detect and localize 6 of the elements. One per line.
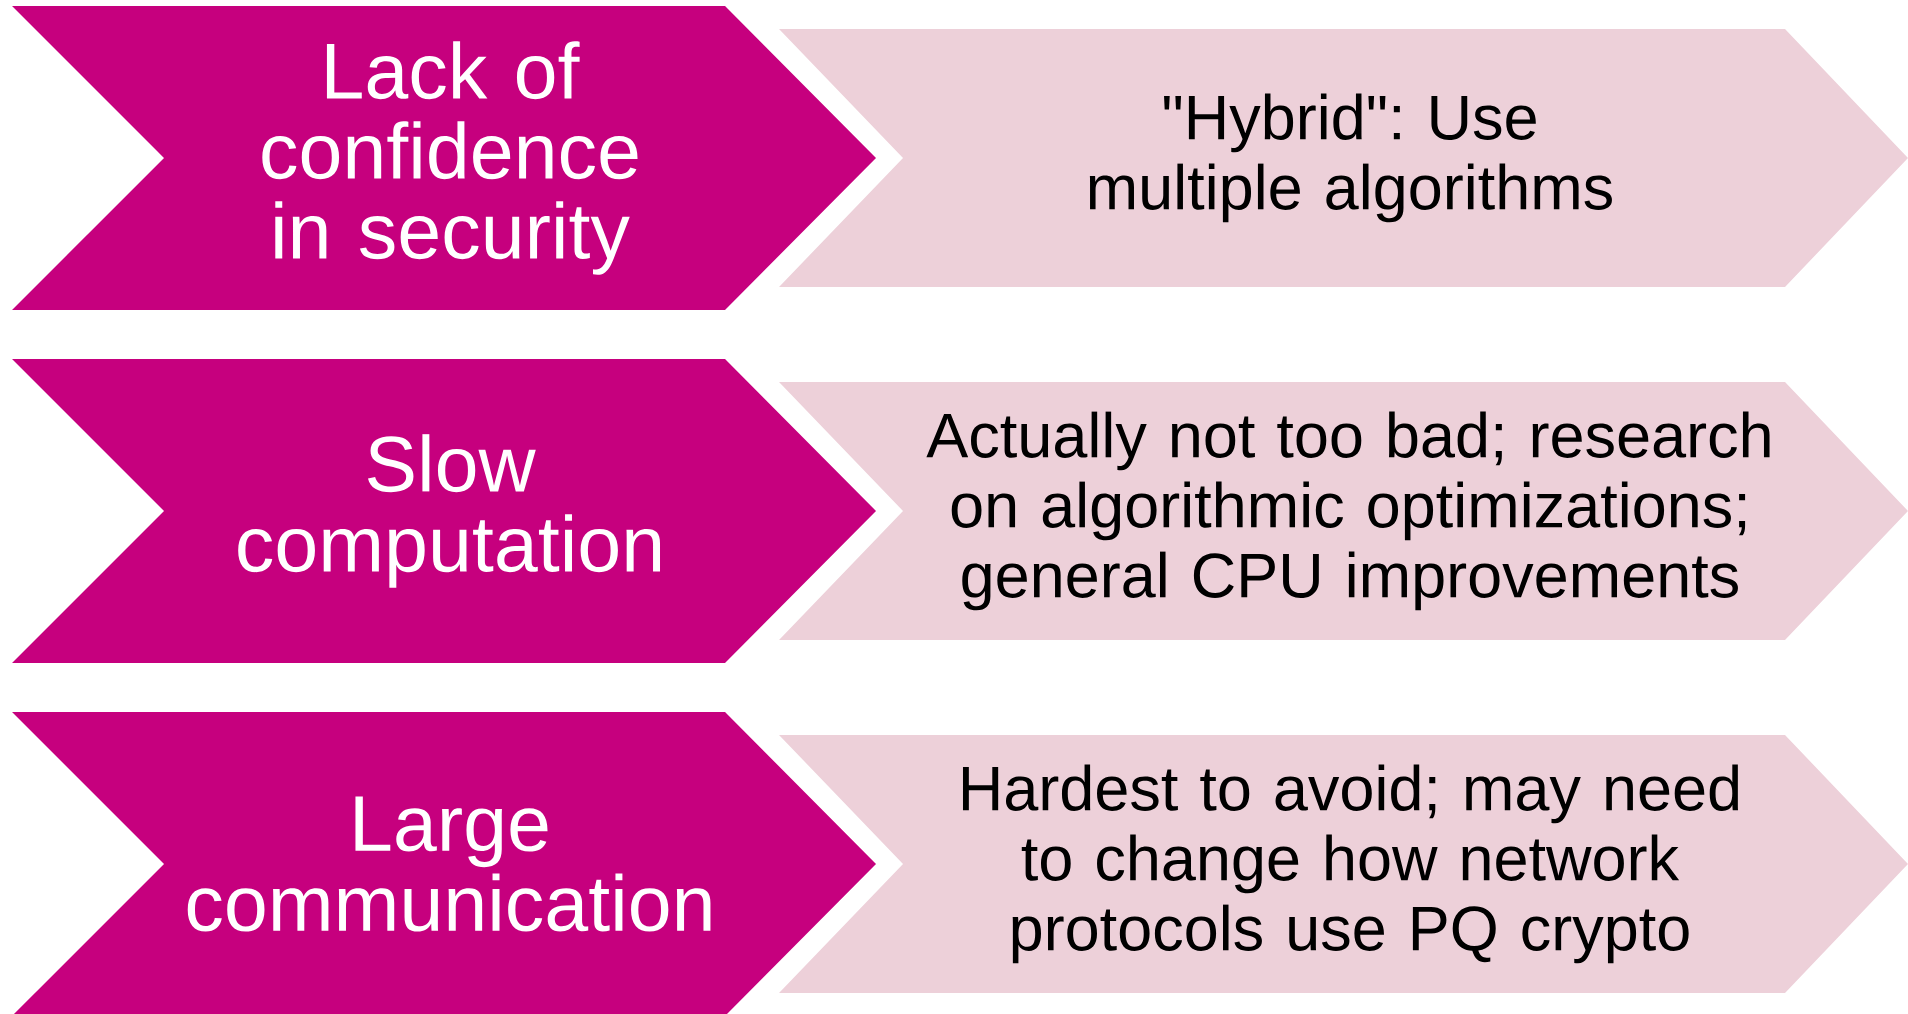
step-banner: Slow computation <box>12 359 876 663</box>
step-banner: Actually not too bad; research on algorithmic optimizations; general CPU improvements <box>779 382 1908 640</box>
step-banner: "Hybrid": Use multiple algorithms <box>779 29 1908 287</box>
step-banner: Hardest to avoid; may need to change how network protocols use PQ crypto <box>779 735 1908 993</box>
step-banner: Lack of confidence in security <box>12 6 876 310</box>
step-banner: Large communication <box>12 712 876 1014</box>
